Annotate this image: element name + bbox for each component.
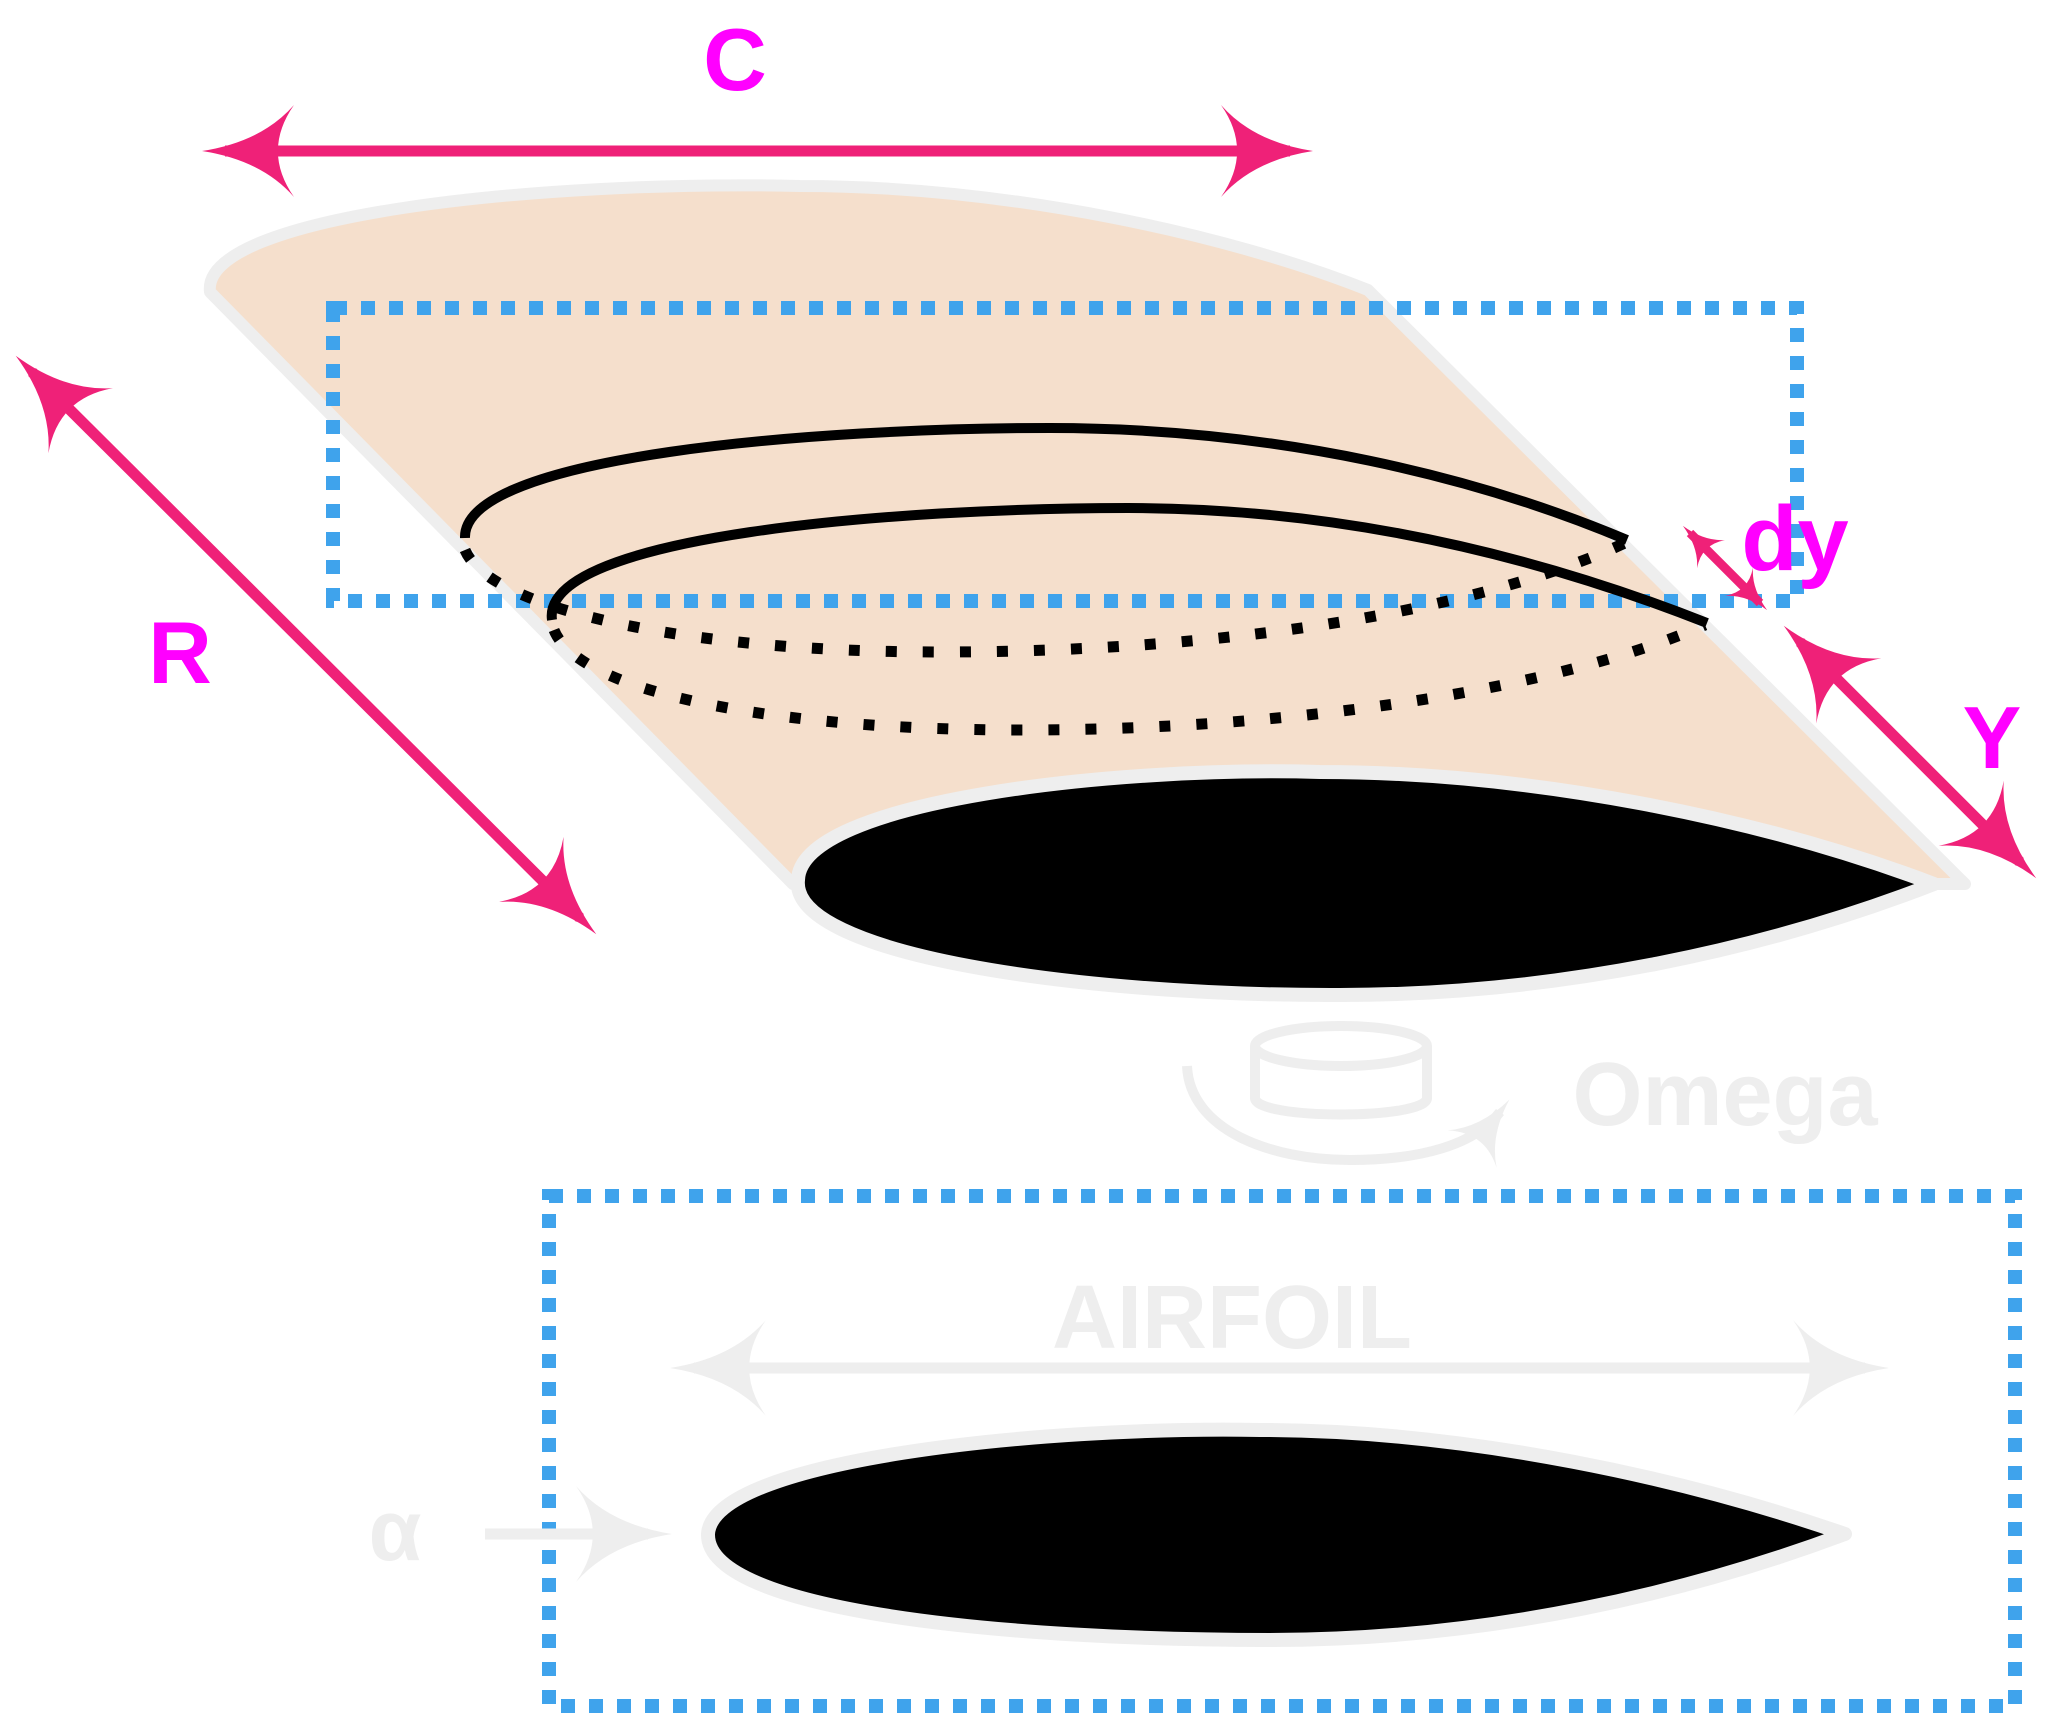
element-width-label: dy bbox=[1741, 488, 1848, 590]
section-airfoil bbox=[700, 1422, 1852, 1647]
rotation-cylinder-body bbox=[1250, 1046, 1432, 1120]
chord-label: C bbox=[703, 10, 767, 109]
rotation-arrow bbox=[1182, 1065, 1510, 1168]
spanwise-position-label: Y bbox=[1963, 688, 2022, 787]
radius-arrow bbox=[15, 355, 597, 935]
element-section-upper-edge-2 bbox=[546, 502, 1709, 628]
radius-label: R bbox=[148, 603, 212, 702]
element-width-arrow bbox=[1682, 525, 1768, 611]
rotation-cylinder-icon bbox=[1182, 1021, 1510, 1168]
element-section-lower-edge-2 bbox=[548, 619, 1708, 736]
spanwise-position-arrow bbox=[1783, 625, 2037, 879]
rotation-cylinder-top bbox=[1250, 1021, 1432, 1071]
tip-airfoil bbox=[790, 764, 1941, 1003]
rotation-label: Omega bbox=[1572, 1045, 1878, 1145]
airfoil-section-box bbox=[542, 1189, 2022, 1713]
angle-of-attack-label: α bbox=[369, 1483, 422, 1579]
airfoil-section-label: AIRFOIL bbox=[1052, 1268, 1412, 1368]
